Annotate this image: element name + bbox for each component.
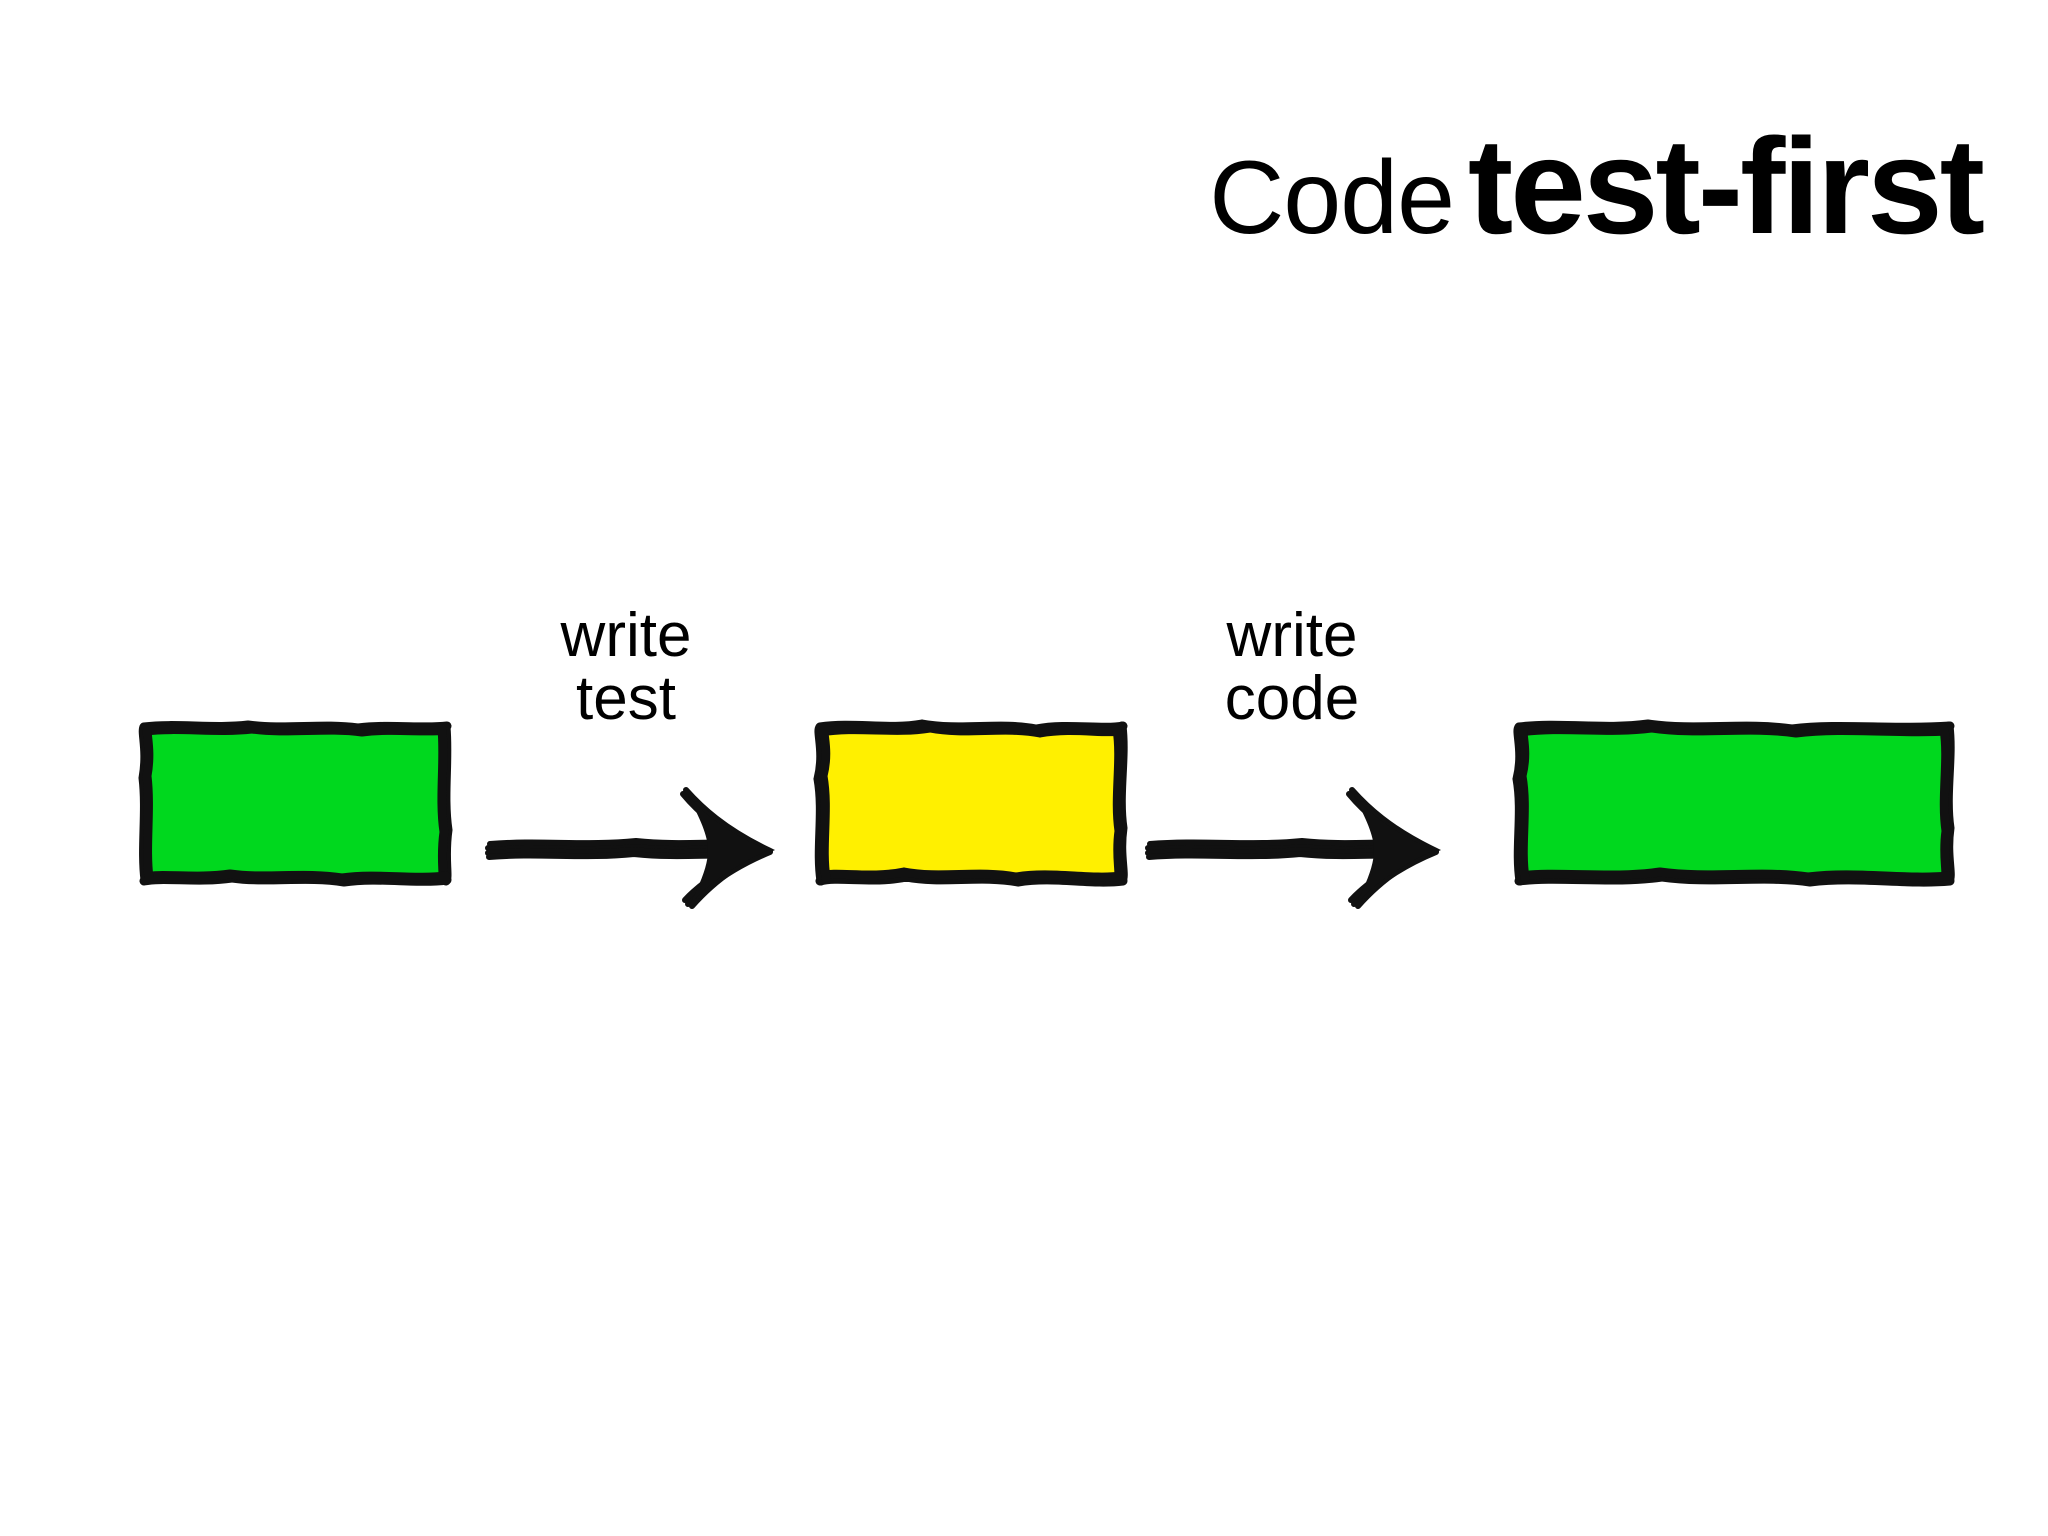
write-code-arrow-label-line-2: code [1224, 664, 1360, 734]
write-test-arrow-label: write test [446, 601, 806, 734]
sketch-rectangle-icon [138, 720, 453, 887]
sketch-rectangle-icon [813, 719, 1128, 887]
passing-state-start-box [136, 718, 454, 888]
write-test-arrow [485, 770, 776, 920]
passing-state-end-box [1510, 718, 1958, 888]
write-code-arrow [1145, 770, 1442, 920]
write-test-arrow-label-line-1: write [560, 601, 692, 670]
sketch-arrow-icon [485, 787, 776, 909]
sketch-rectangle-icon [1512, 719, 1955, 887]
failing-state-middle-box [812, 718, 1130, 888]
write-code-arrow-label-line-1: write [1226, 601, 1358, 670]
write-code-arrow-label: write code [1112, 601, 1472, 734]
page-title-light-part: Code [1209, 140, 1455, 256]
page-title-bold-part: test-first [1467, 110, 1985, 262]
sketch-arrow-icon [1145, 787, 1442, 909]
write-test-arrow-label-line-2: test [576, 664, 676, 734]
